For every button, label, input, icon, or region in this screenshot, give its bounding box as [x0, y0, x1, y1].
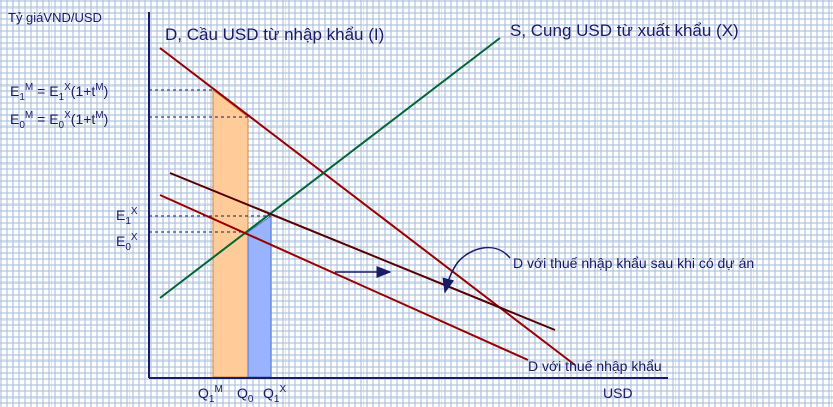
e1m-label: E1M = E1X(1+tM) [10, 82, 108, 103]
demand-after-project-label: D với thuế nhập khẩu sau khi có dự án [513, 255, 754, 271]
supply-export-line [159, 37, 501, 299]
e0m-label: E0M = E0X(1+tM) [10, 110, 108, 131]
q0-label: Q0 [237, 385, 254, 405]
x-axis-label: USD [603, 385, 633, 401]
callout-curve [442, 246, 511, 294]
supply-export-label: S, Cung USD từ xuất khẩu (X) [510, 21, 739, 40]
demand-with-tariff-label: D với thuế nhập khẩu [528, 358, 662, 374]
y-axis-label: Tỷ giáVND/USD [8, 10, 102, 25]
guide-lines [149, 89, 271, 233]
e0x-label: E0X [116, 232, 138, 253]
demand-import-line [159, 47, 576, 366]
q1m-label: Q1M [198, 384, 223, 405]
q1x-label: Q1X [263, 384, 286, 405]
demand-with-tariff-line [159, 194, 529, 361]
e1x-label: E1X [116, 206, 138, 227]
demand-import-label: D, Cầu USD từ nhập khẩu (I) [165, 25, 384, 44]
demand-after-project-line [169, 172, 556, 331]
